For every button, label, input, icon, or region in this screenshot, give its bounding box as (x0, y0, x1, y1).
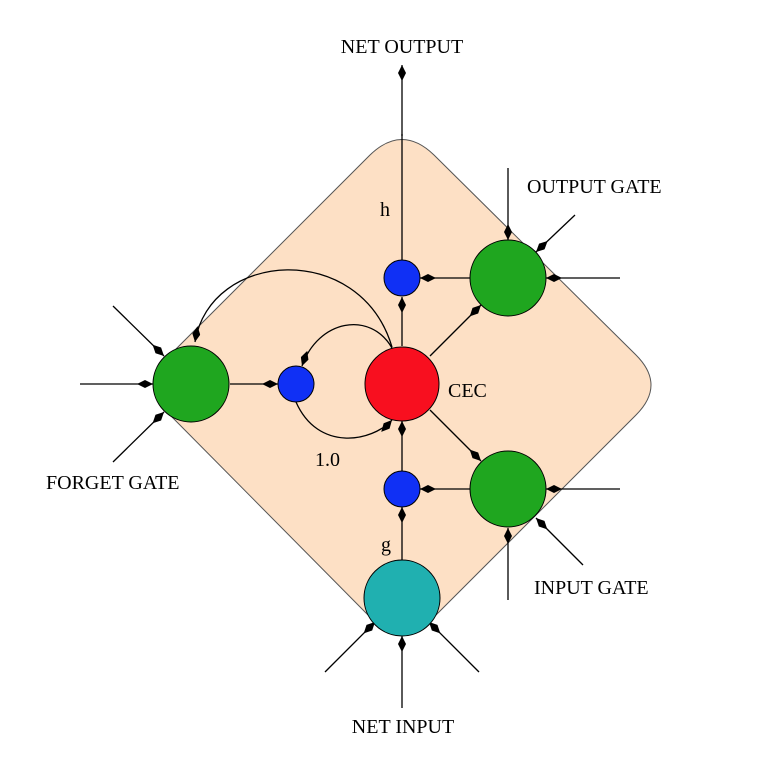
h-label: h (380, 199, 390, 221)
cec-node (364, 346, 440, 422)
forget-gate-input-upper-diagonal (112, 305, 165, 357)
forget-multiplier-node (277, 365, 315, 403)
output-multiplier-node (383, 259, 421, 297)
cec-to-forget-gate-arc (192, 269, 393, 348)
forget-gate-input-lower-diagonal (112, 411, 165, 463)
net-input-label: NET INPUT (352, 716, 454, 738)
input-gate-input-diagonal (535, 517, 584, 566)
net-input-left-diagonal (324, 621, 376, 673)
forget-gate-label: FORGET GATE (46, 472, 180, 494)
weight-label: 1.0 (315, 449, 340, 471)
connections (80, 65, 620, 708)
input-gate-label: INPUT GATE (534, 577, 649, 599)
output-gate-label: OUTPUT GATE (527, 176, 662, 198)
forget-gate-node (152, 345, 230, 423)
labels: NET OUTPUT NET INPUT OUTPUT GATE INPUT G… (46, 36, 662, 738)
input-gate-node (469, 450, 547, 528)
cec-to-output-gate-arrow (429, 304, 482, 357)
input-multiplier-node (383, 470, 421, 508)
output-gate-node (469, 239, 547, 317)
cec-label: CEC (448, 380, 487, 402)
net-input-node (363, 559, 441, 637)
g-label: g (381, 534, 391, 556)
net-output-label: NET OUTPUT (341, 36, 463, 58)
output-gate-input-diagonal (535, 214, 576, 253)
net-input-right-diagonal (428, 621, 480, 673)
cec-self-loop-bottom (295, 401, 393, 439)
cec-self-loop-top (300, 324, 393, 367)
nodes (152, 239, 547, 637)
cec-to-input-gate-arrow (429, 409, 482, 462)
